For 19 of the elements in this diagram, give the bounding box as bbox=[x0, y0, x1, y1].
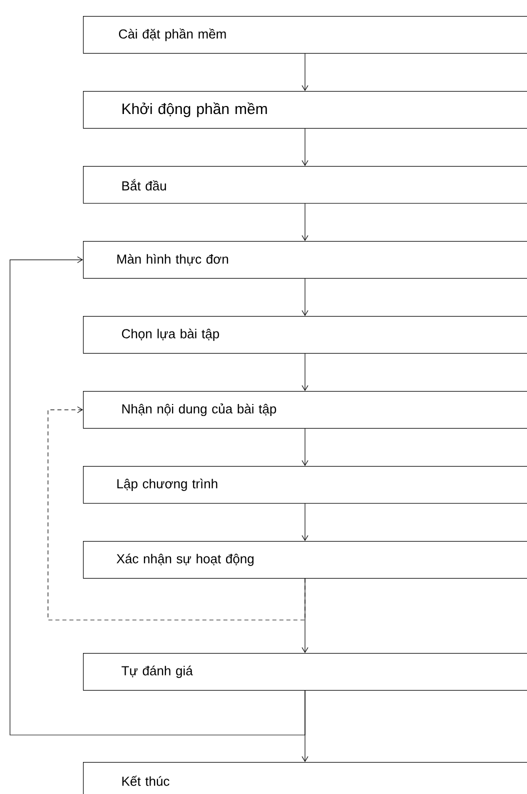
arrow bbox=[302, 128, 308, 166]
process-box: Màn hình thực đơn bbox=[83, 241, 527, 279]
arrow bbox=[302, 203, 308, 241]
process-box: Cài đặt phần mềm bbox=[83, 16, 527, 54]
arrow bbox=[10, 256, 306, 736]
process-box: Kết thúc bbox=[83, 762, 527, 794]
process-box: Lập chương trình bbox=[83, 466, 527, 504]
arrow bbox=[302, 428, 308, 466]
process-box: Nhận nội dung của bài tập bbox=[83, 391, 527, 429]
arrow bbox=[302, 53, 308, 91]
arrow bbox=[302, 503, 308, 541]
arrow bbox=[302, 278, 308, 316]
process-box: Khởi động phần mềm bbox=[83, 91, 527, 129]
arrow bbox=[48, 406, 306, 620]
arrow bbox=[302, 353, 308, 391]
process-box: Chọn lựa bài tập bbox=[83, 316, 527, 354]
process-box: Bắt đầu bbox=[83, 166, 527, 204]
process-box: Tự đánh giá bbox=[83, 653, 527, 691]
process-box: Xác nhận sự hoạt động bbox=[83, 541, 527, 579]
